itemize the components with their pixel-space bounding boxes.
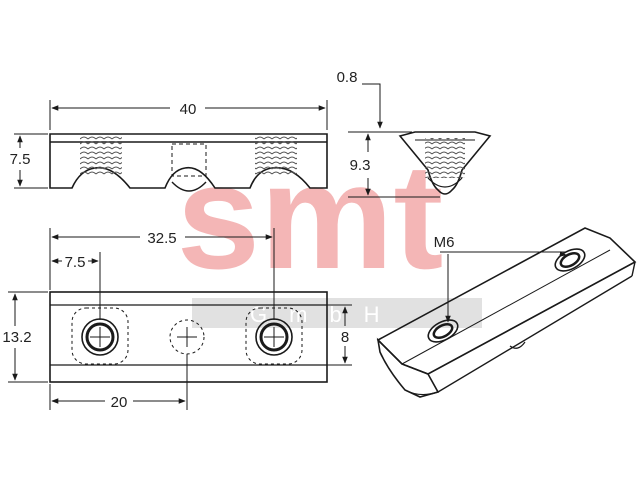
- iso-hole-left: [427, 319, 459, 343]
- dim-width-13-2: 13.2: [2, 329, 31, 346]
- side-thread: [425, 138, 465, 178]
- ball-arc: [171, 181, 207, 192]
- dim-hole-offset-7-5: 7.5: [65, 254, 86, 271]
- thread-left: [80, 136, 122, 176]
- iso-hole-right: [554, 248, 586, 272]
- iso-front-face: [376, 337, 440, 398]
- dim-height-9-3: 9.3: [350, 157, 371, 174]
- watermark-band: [192, 298, 482, 328]
- watermark: smt GmbH: [177, 132, 482, 328]
- hidden-hole: [171, 143, 207, 177]
- dim-offset-0-8: 0.8: [337, 69, 358, 86]
- dim-hole-spacing-32-5: 32.5: [147, 230, 176, 247]
- thread-right: [255, 136, 297, 176]
- dim-width-40: 40: [180, 101, 197, 118]
- top-view-outline: [49, 291, 328, 383]
- front-view: [14, 100, 328, 192]
- thread-label-m6: M6: [434, 234, 455, 251]
- iso-view: [376, 227, 637, 398]
- side-view: [348, 83, 492, 198]
- dim-height-7-5: 7.5: [10, 151, 31, 168]
- watermark-brand: smt: [177, 132, 444, 300]
- top-view: [8, 228, 352, 410]
- dim-slot-8: 8: [341, 329, 349, 346]
- dim-center-20: 20: [111, 394, 128, 411]
